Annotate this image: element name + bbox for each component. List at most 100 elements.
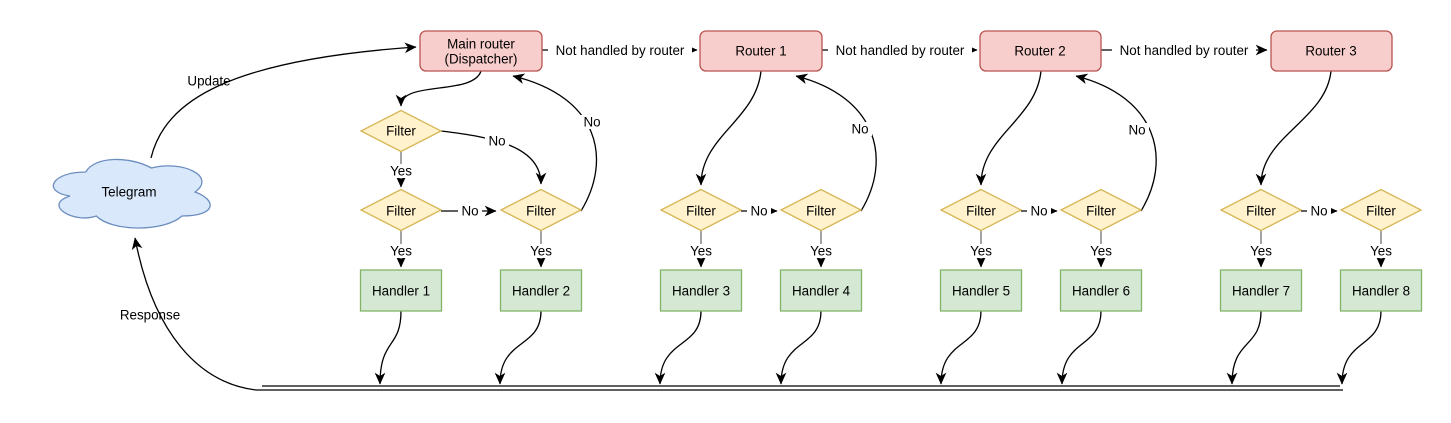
main-router-label-line1: Main router	[447, 37, 515, 52]
router2-to-filter-edge	[975, 70, 1042, 186]
handler-5-node	[939, 269, 1023, 312]
filter-label: Filter	[686, 204, 716, 219]
filter-diamond-3b	[1059, 188, 1143, 232]
handler5-out-edge	[935, 310, 982, 385]
not-handled-label-1: Not handled by router	[556, 43, 685, 58]
not-handled-label-2: Not handled by router	[836, 43, 965, 58]
handler-3-node	[659, 269, 743, 312]
handler6-out-edge	[1056, 310, 1102, 385]
handler-6-node	[1059, 269, 1143, 312]
label-bg	[458, 204, 482, 218]
yes-label: Yes	[970, 244, 992, 259]
filter2b-no-loop-edge	[795, 73, 877, 212]
filter-diamond-4a	[1219, 188, 1303, 232]
yes-label: Yes	[530, 244, 552, 259]
filter-diamond-1b	[359, 188, 443, 232]
filter-label: Filter	[386, 124, 416, 139]
label-bg	[687, 244, 715, 258]
handler-6-label: Handler 6	[1072, 284, 1130, 299]
update-edge-label: Update	[187, 74, 230, 89]
filter-label: Filter	[1246, 204, 1276, 219]
label-bg	[1247, 244, 1275, 258]
label-bg	[828, 43, 972, 58]
filter-label: Filter	[966, 204, 996, 219]
handler8-out-edge	[1336, 310, 1382, 385]
label-bg	[747, 204, 771, 218]
label-bg	[848, 122, 872, 136]
main-router-label-line2: (Dispatcher)	[445, 52, 518, 67]
update-edge	[150, 42, 417, 159]
router-1-node	[699, 30, 823, 72]
not-handled-label-3: Not handled by router	[1120, 43, 1249, 58]
yes-label: Yes	[390, 164, 412, 179]
filter-label: Filter	[806, 204, 836, 219]
handler-2-node	[499, 269, 583, 312]
handler-7-node	[1219, 269, 1303, 312]
label-bg	[807, 244, 835, 258]
handler-1-label: Handler 1	[372, 284, 430, 299]
handler-7-label: Handler 7	[1232, 284, 1290, 299]
label-bg	[548, 43, 692, 58]
handler2-out-edge	[494, 310, 542, 385]
label-bg	[1125, 123, 1149, 137]
handler-8-label: Handler 8	[1352, 284, 1410, 299]
yes-label: Yes	[1370, 244, 1392, 259]
label-bg	[387, 244, 415, 258]
filter-label: Filter	[1366, 204, 1396, 219]
yes-label: Yes	[810, 244, 832, 259]
handler4-out-edge	[775, 310, 822, 385]
main-router-node	[419, 30, 543, 72]
no-label: No	[1030, 204, 1047, 219]
yes-label: Yes	[690, 244, 712, 259]
no-label: No	[1128, 123, 1145, 138]
filter-diamond-1a	[359, 109, 443, 153]
handler-8-node	[1339, 269, 1423, 312]
telegram-cloud-label: Telegram	[101, 185, 156, 200]
label-bg	[1367, 244, 1395, 258]
label-bg	[580, 115, 604, 129]
no-label: No	[1310, 204, 1327, 219]
label-bg	[1087, 244, 1115, 258]
no-label: No	[750, 204, 767, 219]
no-label: No	[488, 134, 505, 149]
filter-diamond-2a	[659, 188, 743, 232]
label-bg	[1307, 204, 1331, 218]
no-label: No	[851, 122, 868, 137]
no-label: No	[461, 204, 478, 219]
filter-diamond-4b	[1339, 188, 1423, 232]
filter1c-no-loop-edge	[512, 73, 598, 212]
yes-label: Yes	[1250, 244, 1272, 259]
label-bg	[1112, 43, 1256, 58]
label-bg	[485, 134, 509, 148]
response-edge	[131, 237, 257, 391]
dispatcher-to-filter-edge	[395, 70, 482, 107]
label-bg	[527, 244, 555, 258]
filter-diamond-2b	[779, 188, 863, 232]
handler-2-label: Handler 2	[512, 284, 570, 299]
filter-diamond-1c	[499, 188, 583, 232]
router-2-node	[979, 30, 1102, 72]
label-bg	[967, 244, 995, 258]
handler-3-label: Handler 3	[672, 284, 730, 299]
handler-4-label: Handler 4	[792, 284, 851, 299]
filter3b-no-loop-edge	[1075, 73, 1157, 212]
router-2-label: Router 2	[1014, 44, 1065, 59]
router-3-label: Router 3	[1305, 44, 1356, 59]
handler7-out-edge	[1226, 310, 1262, 385]
response-edge-label: Response	[120, 308, 180, 323]
yes-label: Yes	[1090, 244, 1112, 259]
label-bg	[1027, 204, 1051, 218]
handler-5-label: Handler 5	[952, 284, 1010, 299]
handler3-out-edge	[654, 310, 702, 385]
router-1-label: Router 1	[735, 44, 786, 59]
no-label: No	[583, 115, 600, 130]
router1-to-filter-edge	[695, 70, 762, 186]
label-bg	[387, 164, 415, 178]
router-3-node	[1270, 30, 1393, 72]
filter1a-no-edge	[440, 130, 547, 185]
filter-diamond-3a	[939, 188, 1023, 232]
router3-to-filter-edge	[1255, 70, 1332, 186]
telegram-cloud	[52, 158, 211, 229]
